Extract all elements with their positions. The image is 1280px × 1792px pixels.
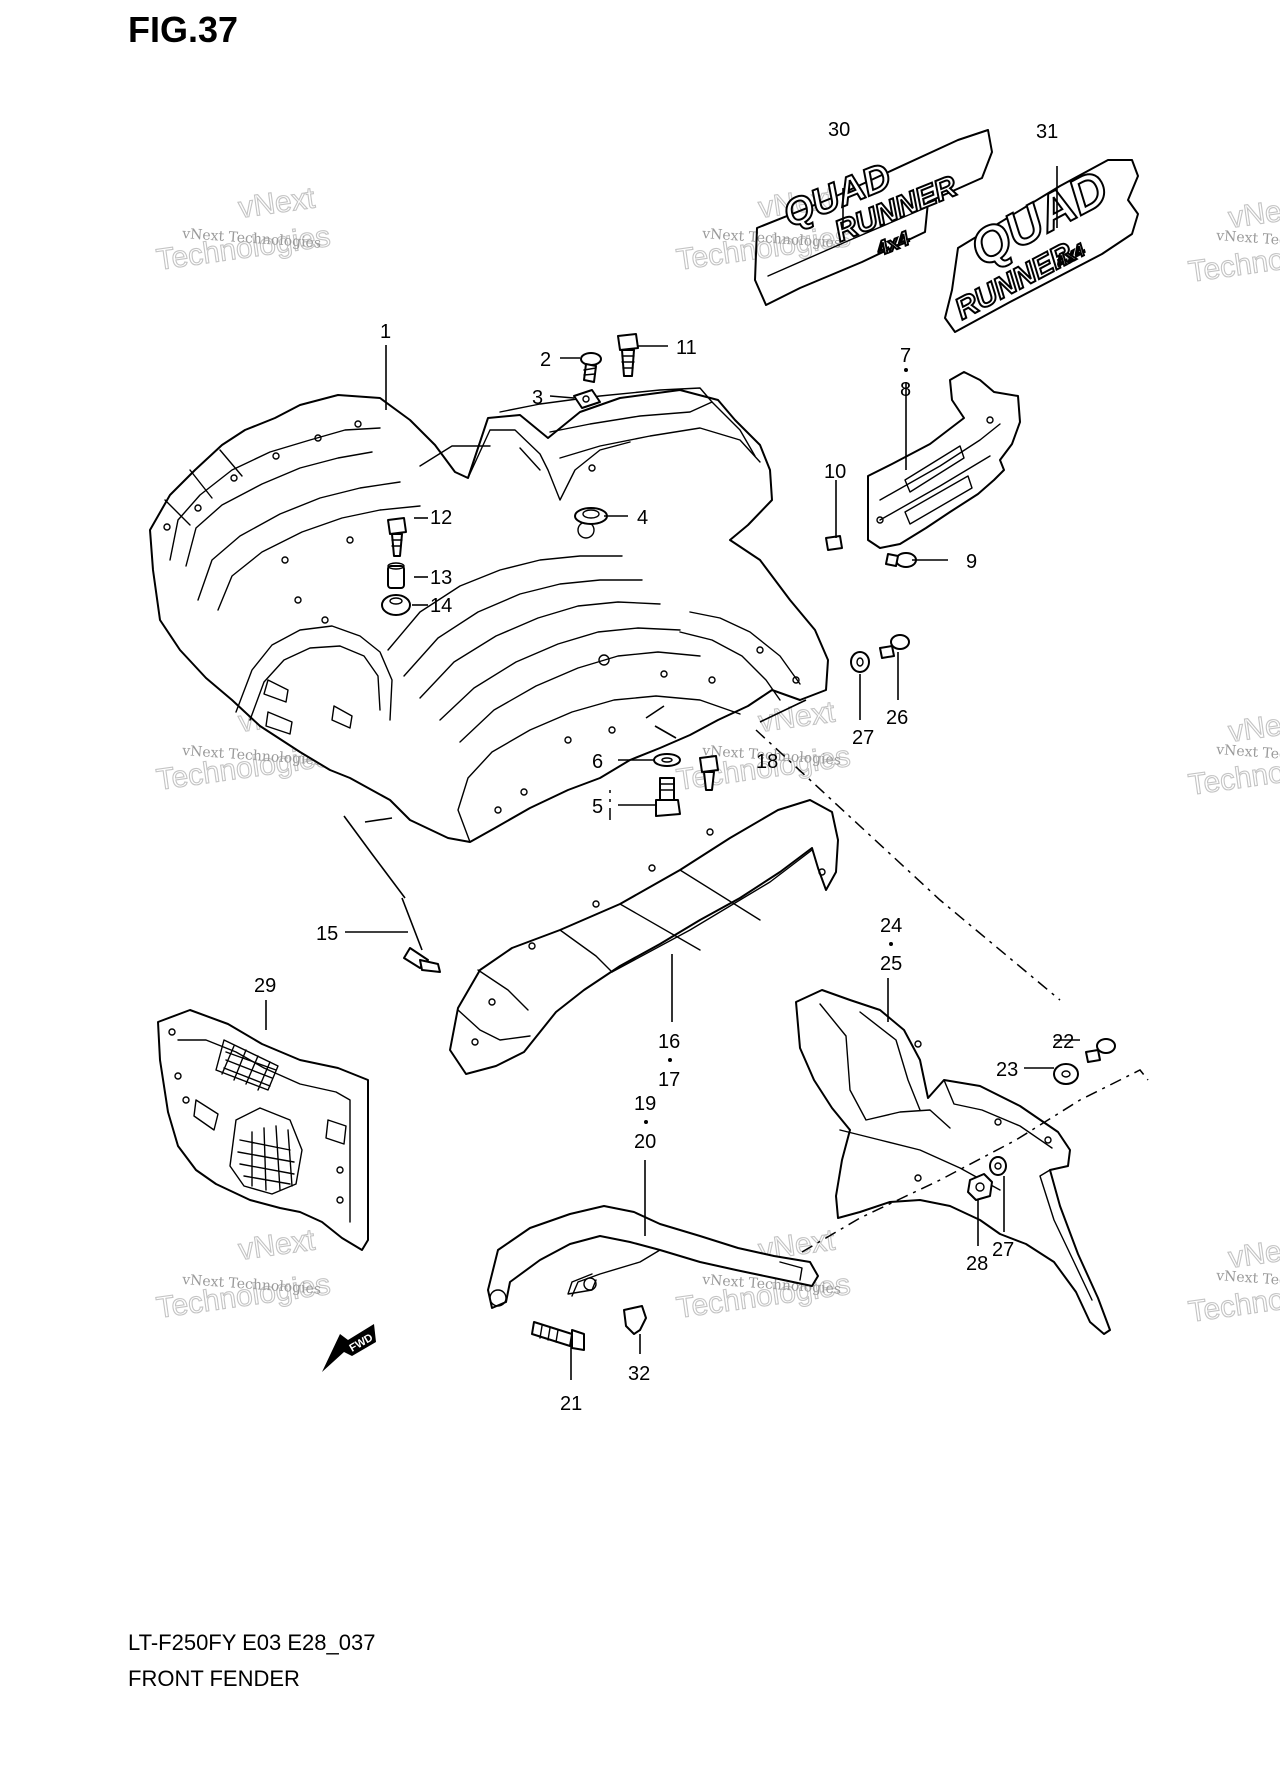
callout-dot-24-25 [889,942,893,946]
callout-dot-7-8 [904,368,908,372]
right-flap-holes [914,1040,1052,1182]
callout-27-upper[interactable]: 27 [852,727,874,749]
callout-17[interactable]: 17 [658,1069,680,1091]
callout-3[interactable]: 3 [532,387,543,409]
rubber-mount-14[interactable] [381,594,411,616]
callout-18[interactable]: 18 [756,751,778,773]
fender-bolt-holes [163,420,800,814]
front-fender-main[interactable] [149,387,829,843]
mud-flap-left[interactable] [157,1009,369,1251]
callout-16[interactable]: 16 [658,1031,680,1053]
callout-24[interactable]: 24 [880,915,902,937]
callout-19[interactable]: 19 [634,1093,656,1115]
callout-21[interactable]: 21 [560,1393,582,1415]
bolt-26[interactable] [879,634,910,659]
watermark-low-right: vNext Technologies vNext Technologies [1186,1231,1280,1330]
callout-5[interactable]: 5 [592,796,603,818]
callout-2[interactable]: 2 [540,349,551,371]
screw-2[interactable] [580,352,602,383]
washer-6[interactable] [653,753,681,767]
callouts: 1 2 3 4 5 6 7 8 9 10 11 12 13 14 15 16 1… [254,119,1074,1415]
mesh-pattern [221,1045,295,1191]
fwd-arrow: FWD [322,1324,376,1372]
assembly-lines [343,699,1149,1253]
bracket-7-8[interactable] [867,371,1021,549]
washer-27-upper[interactable] [850,651,870,673]
washer-27-lower[interactable] [989,1156,1007,1176]
watermark-mid-right: vNext Technologies vNext Technologies [1186,705,1280,803]
bolt-12[interactable] [387,517,407,557]
callout-14[interactable]: 14 [430,595,452,617]
watermark-word: vNext [236,1223,317,1266]
callout-30[interactable]: 30 [828,119,850,141]
bolt-22[interactable] [1085,1038,1116,1063]
bolt-15[interactable] [403,947,441,973]
callout-10[interactable]: 10 [824,461,846,483]
screw-9[interactable] [885,552,917,568]
callout-32[interactable]: 32 [628,1363,650,1385]
callout-12[interactable]: 12 [430,507,452,529]
figure-title: FIG.37 [128,9,238,50]
flap-holes [168,1028,344,1204]
watermark-top-left: vNext Technologies vNext Technologies [154,181,333,278]
callout-dot-19-20 [644,1120,648,1124]
bolt-5[interactable] [655,777,681,817]
callout-20[interactable]: 20 [634,1131,656,1153]
callout-31[interactable]: 31 [1036,121,1058,143]
callout-6[interactable]: 6 [592,751,603,773]
callout-26[interactable]: 26 [886,707,908,729]
callout-23[interactable]: 23 [996,1059,1018,1081]
callout-15[interactable]: 15 [316,923,338,945]
decal-31[interactable]: QUAD RUNNER 4x4 [944,158,1139,333]
callout-4[interactable]: 4 [637,507,648,529]
callout-13[interactable]: 13 [430,567,452,589]
callout-29[interactable]: 29 [254,975,276,997]
callout-7[interactable]: 7 [900,345,911,367]
callout-22[interactable]: 22 [1052,1031,1074,1053]
washer-23[interactable] [1053,1063,1079,1085]
callout-25[interactable]: 25 [880,953,902,975]
decal-30[interactable]: QUAD RUNNER 4x4 [754,129,993,306]
cover-holes [471,828,826,1046]
nut-28[interactable] [967,1173,993,1201]
rivet-18[interactable] [699,755,719,791]
front-fender-cover[interactable] [449,799,839,1075]
watermark-top-right: vNext Technologies vNext Technologies [1186,191,1280,290]
model-code: LT-F250FY E03 E28_037 [128,1630,375,1655]
leader-lines [265,166,1080,1380]
nut-10[interactable] [825,535,843,551]
bolt-21[interactable] [531,1321,585,1351]
fwd-arrow-label: FWD [348,1332,376,1355]
brace-bar[interactable] [487,1205,819,1309]
mud-flap-right[interactable] [795,989,1111,1335]
watermark-low-left: vNext Technologies vNext Technologies [154,1223,333,1326]
callout-27-lower[interactable]: 27 [992,1239,1014,1261]
bolt-11[interactable] [617,333,639,377]
clip-32[interactable] [623,1305,647,1335]
grommet-4[interactable] [574,507,608,525]
callout-11[interactable]: 11 [676,337,697,359]
watermark-word: vNext [236,181,317,224]
callout-1[interactable]: 1 [380,321,391,343]
callout-9[interactable]: 9 [966,551,977,573]
collar-13[interactable] [387,562,405,589]
section-name: FRONT FENDER [128,1666,300,1691]
callout-28[interactable]: 28 [966,1253,988,1275]
callout-8[interactable]: 8 [900,379,911,401]
clip-nut-3[interactable] [573,389,601,409]
callout-dot-16-17 [668,1058,672,1062]
